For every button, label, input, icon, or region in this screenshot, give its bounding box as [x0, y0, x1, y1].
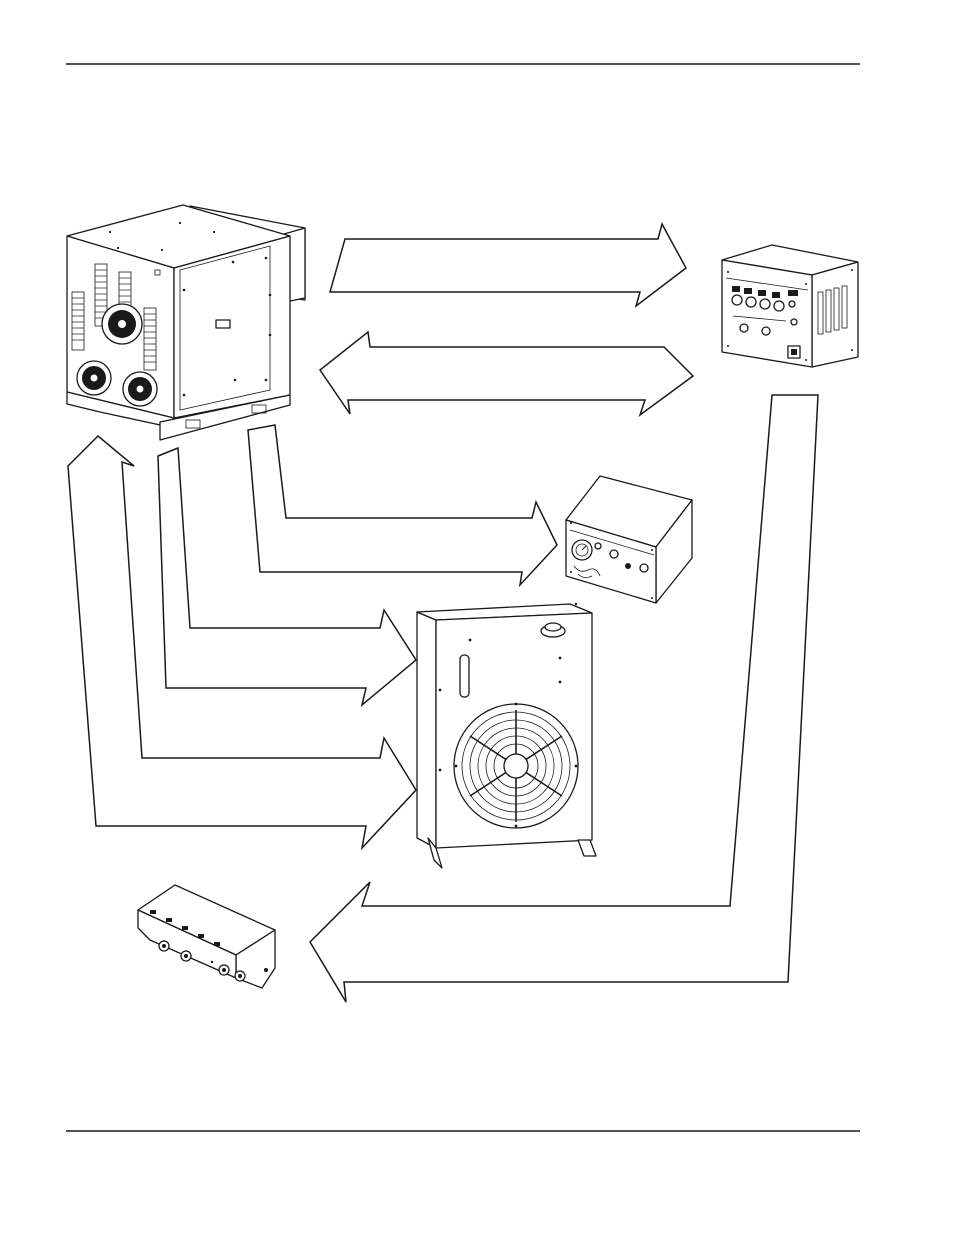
- control-console-icon: [721, 244, 859, 368]
- connection-arrow: [329, 221, 687, 308]
- pressure-gauge-icon: [571, 539, 593, 561]
- connection-arrow: [318, 330, 695, 418]
- fan-icon: [76, 360, 112, 396]
- fan-icon: [122, 371, 158, 407]
- connection-arrow: [157, 446, 417, 708]
- cooler-unit-icon: [416, 602, 597, 869]
- power-supply-unit-icon: [66, 204, 306, 441]
- connection-arrow: [67, 434, 417, 851]
- gas-console-icon: [565, 475, 693, 604]
- connector-box-icon: [137, 884, 276, 989]
- fan-icon: [101, 303, 143, 345]
- connection-arrow: [309, 394, 819, 1003]
- connection-arrow: [247, 424, 558, 588]
